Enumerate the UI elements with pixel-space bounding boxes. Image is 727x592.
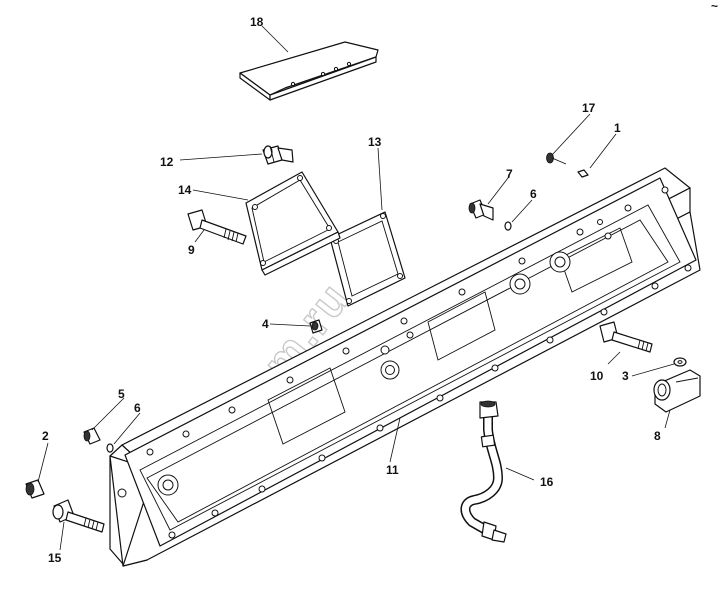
callout-15: 15 [48,551,62,565]
part-5-fitting [83,427,101,445]
part-16-tube [460,400,507,543]
callout-2: 2 [42,429,49,443]
callout-6a: 6 [530,187,537,201]
part-9-bolt [187,209,247,245]
callout-5: 5 [118,387,125,401]
part-11-cover-plate [109,167,701,567]
callout-3: 3 [622,369,629,383]
callout-12: 12 [160,155,174,169]
callout-7: 7 [506,167,513,181]
callout-10: 10 [590,369,604,383]
callout-1: 1 [614,121,621,135]
callout-11: 11 [386,463,399,477]
leader-lines [37,25,675,551]
corner-mark: ~ [711,0,718,13]
part-14-cover [245,171,341,276]
callout-13: 13 [368,135,382,149]
part-12-fitting [262,145,294,165]
callout-4: 4 [262,317,269,331]
callout-labels: 18 17 1 13 12 14 7 6 9 4 10 3 8 5 6 2 11… [42,15,661,565]
part-7-fitting [468,199,494,221]
callout-14: 14 [178,183,192,197]
callout-17: 17 [582,101,596,115]
part-4-fitting [309,319,323,334]
part-6-oring-lower [106,443,114,453]
callout-16: 16 [540,475,554,489]
part-2-plug [25,479,45,499]
part-17-screw [546,152,567,165]
bolt-holes-bottom [168,264,692,539]
part-6-oring-upper [504,221,512,231]
callout-6b: 6 [134,401,141,415]
part-3-washer [673,357,687,367]
part-1-nut [577,169,589,178]
callout-9: 9 [188,243,195,257]
bolt-holes-top [146,186,669,456]
callout-18: 18 [250,15,264,29]
part-15-bolt [52,499,105,533]
part-8-clamp [653,369,701,413]
part-10-bolt [599,321,653,353]
callout-8: 8 [654,429,661,443]
part-18-bracket [239,41,379,101]
